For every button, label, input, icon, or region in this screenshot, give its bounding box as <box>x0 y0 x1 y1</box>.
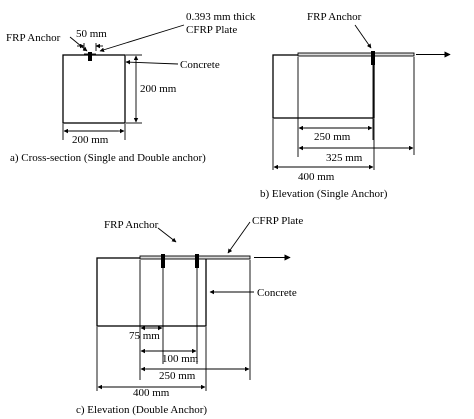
dim-spacing-label: 100 mm <box>162 353 199 365</box>
width-label: 200 mm <box>72 134 109 146</box>
dim-plate-label-c: 250 mm <box>159 370 196 382</box>
plate-thickness-leader <box>99 24 185 52</box>
concrete-section-a <box>62 54 126 124</box>
caption-a: a) Cross-section (Single and Double anch… <box>10 152 206 164</box>
frp-anchor-c-second <box>195 254 199 268</box>
cfrp-plate-b <box>297 52 415 57</box>
dim-anchor-label: 250 mm <box>314 131 351 143</box>
dim-first-label: 75 mm <box>129 330 160 342</box>
frp-anchor-c-first <box>161 254 165 268</box>
caption-c: c) Elevation (Double Anchor) <box>76 404 207 416</box>
concrete-leader-a <box>125 59 179 65</box>
panel-c-elevation-double: FRP Anchor CFRP Plate Concrete 75 mm 100… <box>76 215 303 416</box>
plate-thickness-line1: 0.393 mm thick <box>186 11 256 23</box>
dim-length-label-c: 400 mm <box>133 387 170 399</box>
panel-b-elevation-single: FRP Anchor 250 mm 325 mm 400 mm b) Eleva… <box>260 11 451 200</box>
caption-b: b) Elevation (Single Anchor) <box>260 188 388 200</box>
anchor-width-label: 50 mm <box>76 28 107 40</box>
frp-anchor-label-a: FRP Anchor <box>6 32 61 44</box>
dim-plate-label: 325 mm <box>326 152 363 164</box>
frp-anchor-label-b: FRP Anchor <box>307 11 362 23</box>
frp-anchor-leader-c <box>157 227 177 243</box>
frp-anchor-b <box>371 51 375 65</box>
concrete-label-a: Concrete <box>180 59 220 71</box>
concrete-label-c: Concrete <box>257 287 297 299</box>
plate-thickness-line2: CFRP Plate <box>186 24 237 36</box>
panel-a-cross-section: FRP Anchor 50 mm 0.393 mm thick CFRP Pla… <box>6 11 256 164</box>
height-label: 200 mm <box>140 83 177 95</box>
cfrp-plate-label-c: CFRP Plate <box>252 215 303 227</box>
frp-anchor-leader-b <box>354 24 372 49</box>
dim-length-label-b: 400 mm <box>298 171 335 183</box>
concrete-block-b <box>272 54 375 119</box>
frp-anchor-a <box>88 52 92 61</box>
cfrp-plate-leader-c <box>227 221 251 254</box>
frp-anchor-label-c: FRP Anchor <box>104 219 159 231</box>
concrete-block-c <box>96 257 207 327</box>
